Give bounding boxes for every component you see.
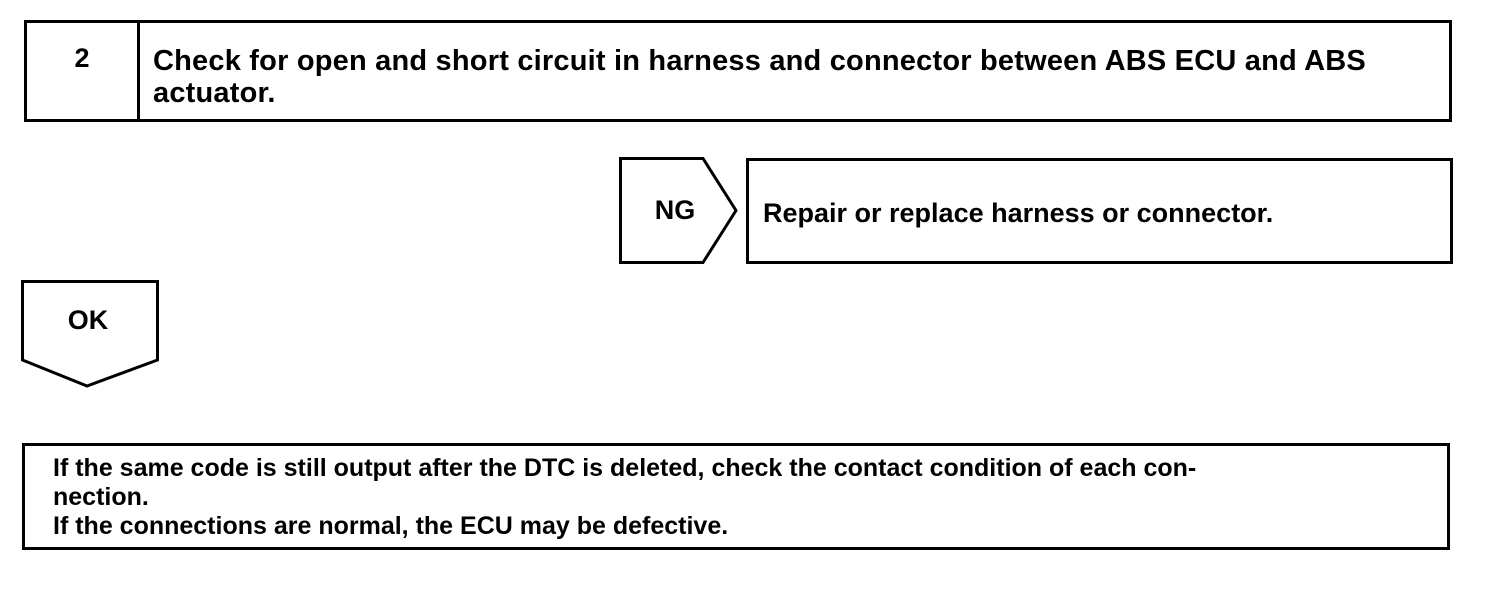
note-line: If the connections are normal, the ECU m…	[53, 512, 729, 540]
step-box: 2 Check for open and short circuit in ha…	[24, 20, 1452, 122]
ng-arrow-icon	[619, 157, 738, 264]
note-line: If the same code is still output after t…	[53, 454, 1197, 482]
ng-action-box: Repair or replace harness or connector.	[746, 158, 1453, 264]
note-line: nection.	[53, 483, 149, 511]
note-box: If the same code is still output after t…	[22, 443, 1450, 550]
ok-arrow-icon	[21, 280, 159, 388]
ng-label: NG	[654, 195, 696, 225]
step-title: Check for open and short circuit in harn…	[153, 45, 1366, 109]
step-number: 2	[27, 23, 140, 119]
ok-label: OK	[67, 305, 109, 335]
